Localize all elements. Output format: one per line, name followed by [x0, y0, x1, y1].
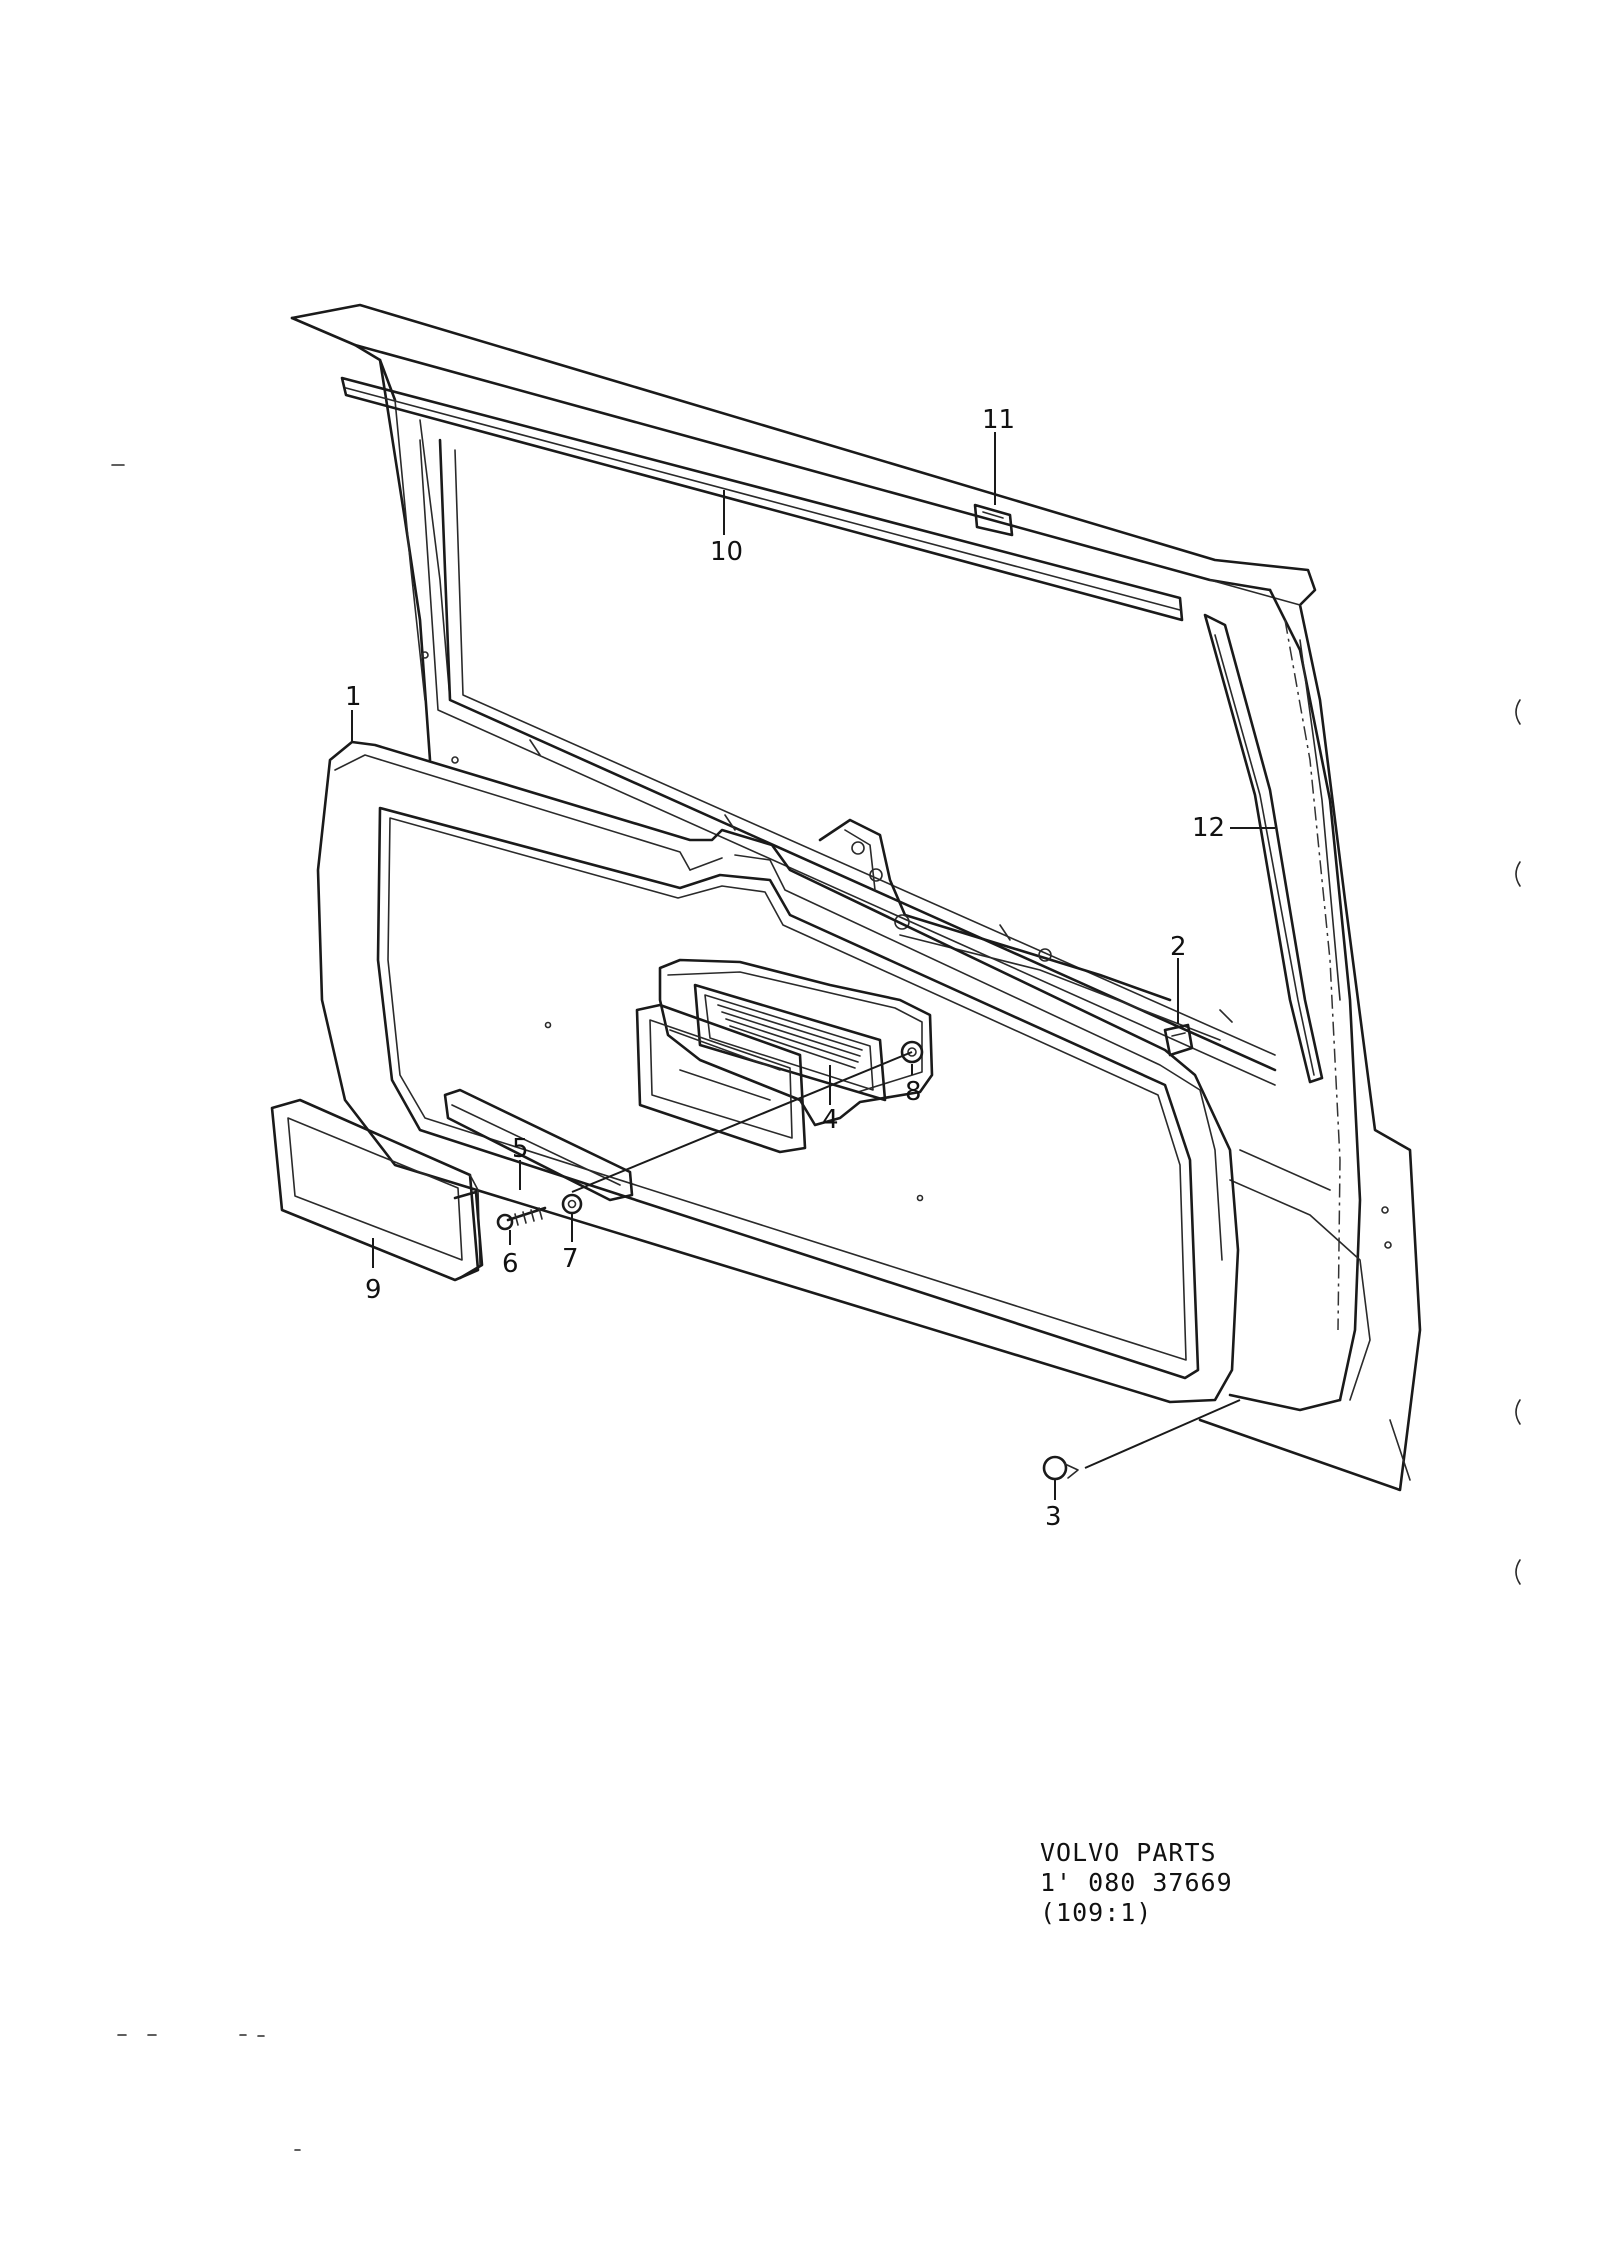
tailgate-trim-panel	[316, 740, 1240, 1404]
callout-11: 11	[982, 405, 1015, 435]
callout-6: 6	[502, 1249, 519, 1279]
side-window-trim-strip	[1203, 613, 1324, 1084]
upper-window-trim-strip	[340, 376, 1184, 622]
washer	[561, 1193, 583, 1215]
callout-5: 5	[512, 1134, 529, 1164]
callout-3: 3	[1045, 1502, 1062, 1532]
callout-1: 1	[345, 682, 362, 712]
callout-8: 8	[905, 1077, 922, 1107]
reference-line-3: (109:1)	[1040, 1898, 1153, 1927]
callout-12: 12	[1192, 813, 1225, 843]
screw	[496, 1206, 547, 1231]
callout-7: 7	[562, 1244, 579, 1274]
tailgate-frame	[290, 303, 1422, 1492]
window-trim-clip	[973, 503, 1014, 537]
callout-4: 4	[822, 1105, 839, 1135]
callout-labels: 1 2 3 4 5 6 7 8 9 10 11 12	[345, 405, 1225, 1532]
callout-2: 2	[1170, 932, 1187, 962]
leader-lines	[351, 432, 1275, 1500]
callout-10: 10	[710, 537, 743, 567]
handle-bezel	[270, 1098, 484, 1282]
handle-recess-assembly	[635, 958, 934, 1154]
reference-stamp: VOLVO PARTS 1' 080 37669 (109:1)	[1040, 1838, 1233, 1928]
plug-button	[1042, 1455, 1079, 1481]
reference-line-2: 1' 080 37669	[1040, 1868, 1233, 1897]
handle-bar	[443, 1088, 634, 1202]
trim-panel-clip	[1163, 1023, 1194, 1057]
reference-line-1: VOLVO PARTS	[1040, 1838, 1217, 1867]
callout-9: 9	[365, 1275, 382, 1305]
scan-marks	[111, 464, 1521, 2151]
